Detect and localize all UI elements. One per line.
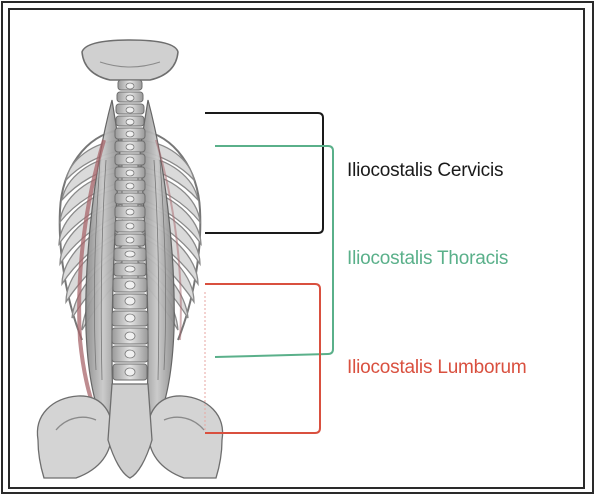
label-iliocostalis-cervicis: Iliocostalis Cervicis — [347, 160, 503, 182]
cervicis-bracket — [205, 113, 323, 233]
pelvis — [37, 384, 222, 478]
lumborum-bracket — [205, 284, 320, 433]
label-iliocostalis-lumborum: Iliocostalis Lumborum — [347, 357, 527, 379]
skull-base — [82, 40, 178, 80]
thoracis-bracket — [215, 146, 333, 357]
label-iliocostalis-thoracis: Iliocostalis Thoracis — [347, 248, 508, 270]
